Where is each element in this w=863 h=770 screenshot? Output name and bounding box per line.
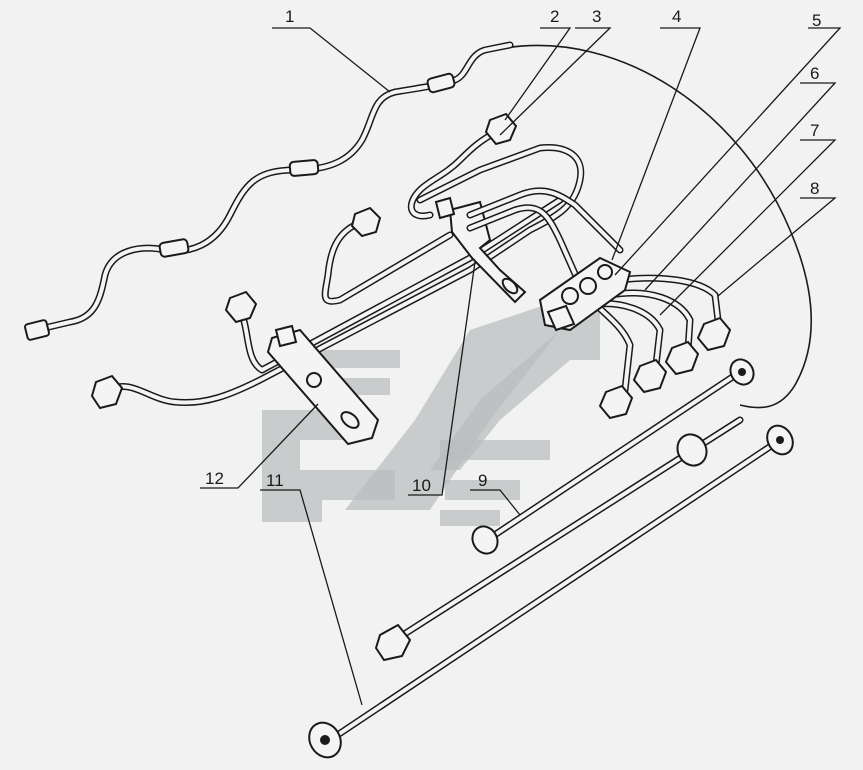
callout-12: 12 [205,469,224,488]
rod-middle [374,416,744,662]
fuel-pipe-1 [24,41,514,341]
callout-3: 3 [592,7,601,26]
clamp-block-4 [538,256,632,332]
fuel-pipe-lower [90,112,585,410]
callout-7: 7 [810,121,819,140]
rod-11 [308,424,794,759]
callout-9: 9 [478,471,487,490]
watermark-logo [262,300,600,526]
callout-1: 1 [285,7,294,26]
callout-8: 8 [810,179,819,198]
callout-5: 5 [812,11,821,30]
rod-9 [471,358,755,555]
clamp-bracket-12 [266,324,380,446]
callout-2: 2 [550,7,559,26]
leader-lines [200,27,842,706]
callout-labels: 1 2 3 4 5 6 7 8 9 10 11 12 [205,7,821,495]
callout-10: 10 [412,476,431,495]
callout-4: 4 [672,7,681,26]
callout-6: 6 [810,64,819,83]
outline-loop [504,44,812,409]
callout-11: 11 [266,471,284,490]
